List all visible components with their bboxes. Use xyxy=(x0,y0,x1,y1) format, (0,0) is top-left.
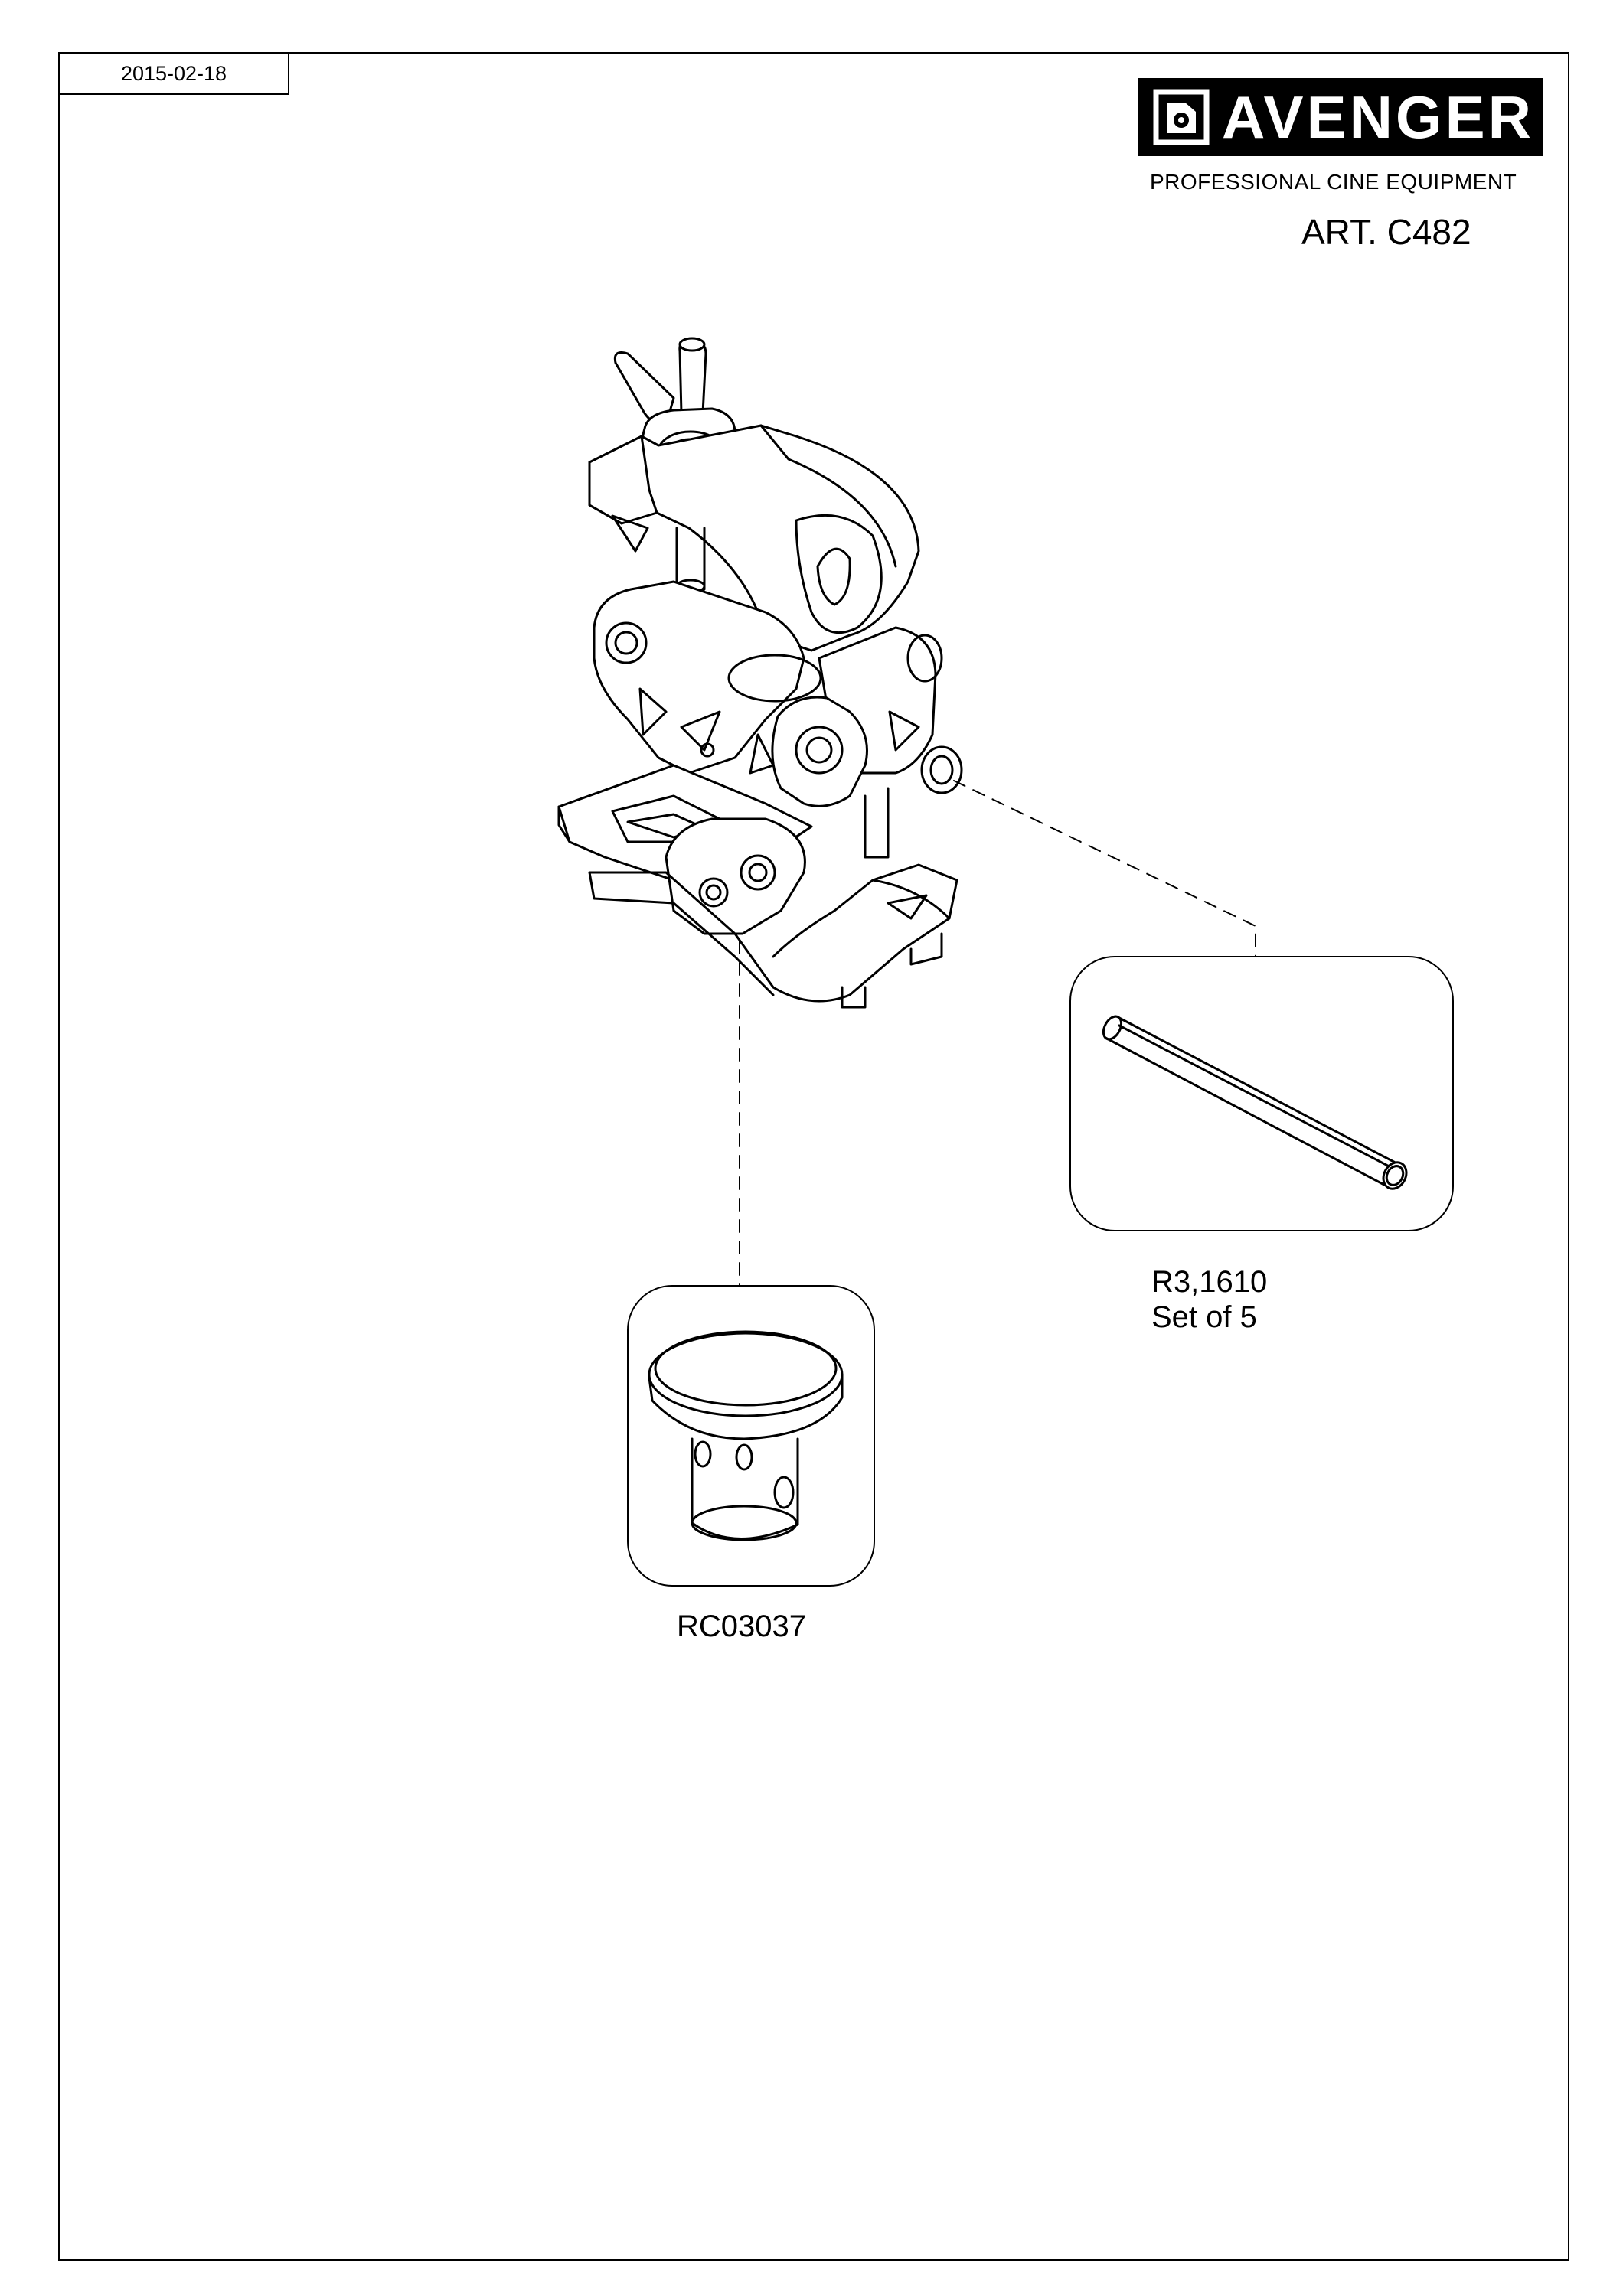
brand-logo: AVENGER xyxy=(1138,78,1543,156)
part-code: RC03037 xyxy=(677,1609,807,1643)
drawing-frame xyxy=(58,52,1569,2261)
drawing-date: 2015-02-18 xyxy=(120,61,227,85)
leader-lines xyxy=(739,780,1256,1287)
avenger-logo-icon xyxy=(1153,89,1210,145)
part-label-push-button: RC03037 xyxy=(677,1609,806,1644)
push-button-detail xyxy=(627,1285,875,1587)
part-code: R3,1610 xyxy=(1151,1265,1268,1299)
date-box: 2015-02-18 xyxy=(58,52,289,95)
push-button-icon xyxy=(648,1330,844,1541)
clamp-assembly-icon xyxy=(557,337,963,1009)
brand-tagline: PROFESSIONAL CINE EQUIPMENT xyxy=(1150,170,1517,194)
brand-name: AVENGER xyxy=(1222,83,1534,151)
roll-pin-detail xyxy=(1069,956,1454,1231)
part-label-roll-pin: R3,1610 Set of 5 xyxy=(1151,1264,1267,1335)
part-note: Set of 5 xyxy=(1151,1300,1257,1334)
roll-pin-icon xyxy=(1102,1015,1408,1190)
article-number: ART. C482 xyxy=(1301,212,1471,252)
